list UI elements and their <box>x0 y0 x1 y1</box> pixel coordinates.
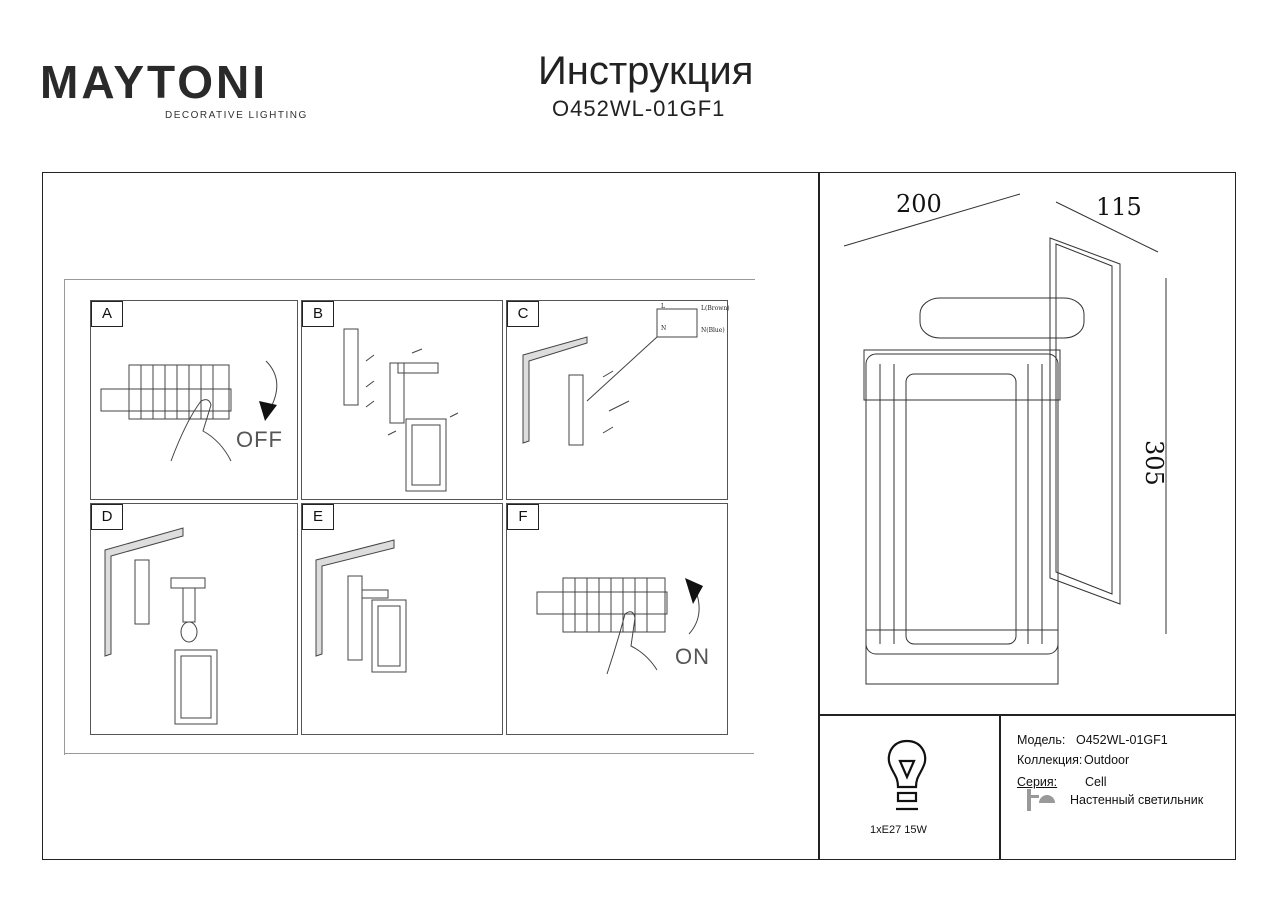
frame-divider-horizontal <box>818 714 1236 716</box>
frame-divider-vertical <box>818 172 820 860</box>
step-label-c: C <box>507 301 539 327</box>
step-label-f: F <box>507 504 539 530</box>
page-title: Инструкция <box>538 49 754 93</box>
mount-bracket-illustration <box>343 328 459 492</box>
lamp-spec: 1xE27 15W <box>870 824 927 836</box>
step-panel-c: C L L(Brown) N N(Blue) <box>506 300 730 500</box>
dimension-height: 305 <box>1140 440 1168 486</box>
page-model-code: O452WL-01GF1 <box>552 96 726 121</box>
dimension-width: 200 <box>896 190 942 218</box>
collection-label: Коллекция: <box>1017 753 1083 767</box>
assembled-lamp-illustration <box>315 539 407 673</box>
model-label: Модель: <box>1017 733 1066 747</box>
step-panel-f: F ON <box>506 503 728 735</box>
brand-logo: MAYTONI <box>40 56 269 108</box>
series-value: Cell <box>1085 775 1107 789</box>
model-value: O452WL-01GF1 <box>1076 733 1168 747</box>
wire-label-n: N <box>661 325 667 332</box>
step-label-b: B <box>302 301 334 327</box>
step-panel-d: D <box>90 503 298 735</box>
steps-rule <box>64 753 754 754</box>
bulb-install-illustration <box>104 527 218 725</box>
wire-label-blue: N(Blue) <box>701 327 725 334</box>
breaker-on-illustration <box>536 577 703 675</box>
frame-divider-info <box>999 714 1001 860</box>
off-label: OFF <box>236 427 283 452</box>
collection-value: Outdoor <box>1084 753 1130 767</box>
wire-label-brown: L(Brown) <box>701 305 730 312</box>
breaker-off-illustration <box>100 360 278 462</box>
wall-lamp-icon <box>1027 789 1055 811</box>
step-panel-e: E <box>301 503 503 735</box>
product-type: Настенный светильник <box>1070 793 1204 807</box>
step-label-e: E <box>302 504 334 530</box>
step-panel-a: A OFF <box>90 300 298 500</box>
bulb-icon <box>887 739 927 811</box>
step-label-d: D <box>91 504 123 530</box>
wire-label-l: L <box>661 303 665 310</box>
brand-tagline: DECORATIVE LIGHTING <box>165 110 308 121</box>
content-frame <box>42 172 1236 860</box>
installation-steps <box>64 279 755 755</box>
wiring-illustration <box>522 308 698 446</box>
lamp-dimension-drawing <box>843 193 1167 685</box>
on-label: ON <box>675 644 710 669</box>
series-label: Серия: <box>1017 775 1058 789</box>
dimension-depth: 115 <box>1096 193 1142 221</box>
step-panel-b: B <box>301 300 503 500</box>
step-label-a: A <box>91 301 123 327</box>
